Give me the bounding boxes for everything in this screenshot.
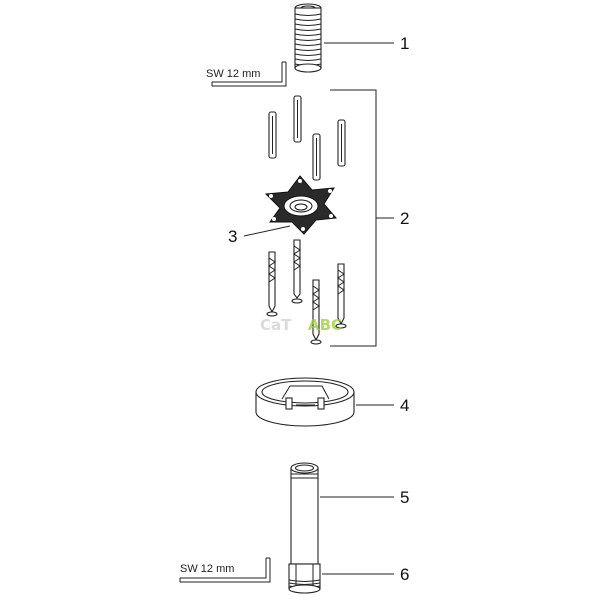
wall-plug-2	[293, 95, 302, 143]
hex-key-top	[211, 61, 287, 87]
screw-4	[335, 263, 347, 329]
callout-5: 5	[400, 488, 409, 507]
wrench-size-label-top: SW 12 mm	[206, 68, 260, 80]
bracket-2	[330, 89, 377, 347]
thread-line	[294, 48, 322, 51]
wall-plug-3	[312, 133, 321, 181]
thread-line	[294, 13, 322, 16]
part-4-cover-rosette	[255, 377, 355, 427]
watermark-text-a: CaT	[260, 316, 292, 334]
callout-6: 6	[400, 565, 409, 584]
screw-1	[266, 251, 278, 317]
leader-3	[243, 225, 291, 237]
thread-line	[294, 53, 322, 56]
thread-line	[294, 18, 322, 21]
part-6-hex-end	[288, 563, 321, 594]
callout-3: 3	[228, 227, 237, 246]
thread-line	[288, 579, 321, 582]
callout-4: 4	[400, 396, 409, 415]
screw-2	[291, 239, 303, 304]
screw-3	[310, 279, 322, 345]
thread-line	[294, 58, 322, 61]
thread-line	[294, 43, 322, 46]
thread-line	[294, 23, 322, 26]
watermark-logo: CaT ABC	[260, 316, 342, 334]
callout-1: 1	[400, 34, 409, 53]
hex-key-bottom	[179, 557, 271, 583]
wall-plug-4	[337, 119, 346, 167]
wall-plug-1	[268, 111, 277, 159]
thread-line	[294, 33, 322, 36]
watermark-text-b: ABC	[308, 316, 342, 334]
callout-2: 2	[400, 209, 409, 228]
part-3-star-mounting-plate	[264, 175, 338, 235]
thread-line	[294, 38, 322, 41]
part-1-threaded-nipple	[294, 3, 322, 73]
wrench-size-label-bottom: SW 12 mm	[180, 563, 234, 575]
thread-line	[294, 28, 322, 31]
part-5-extension-pipe	[290, 462, 319, 565]
